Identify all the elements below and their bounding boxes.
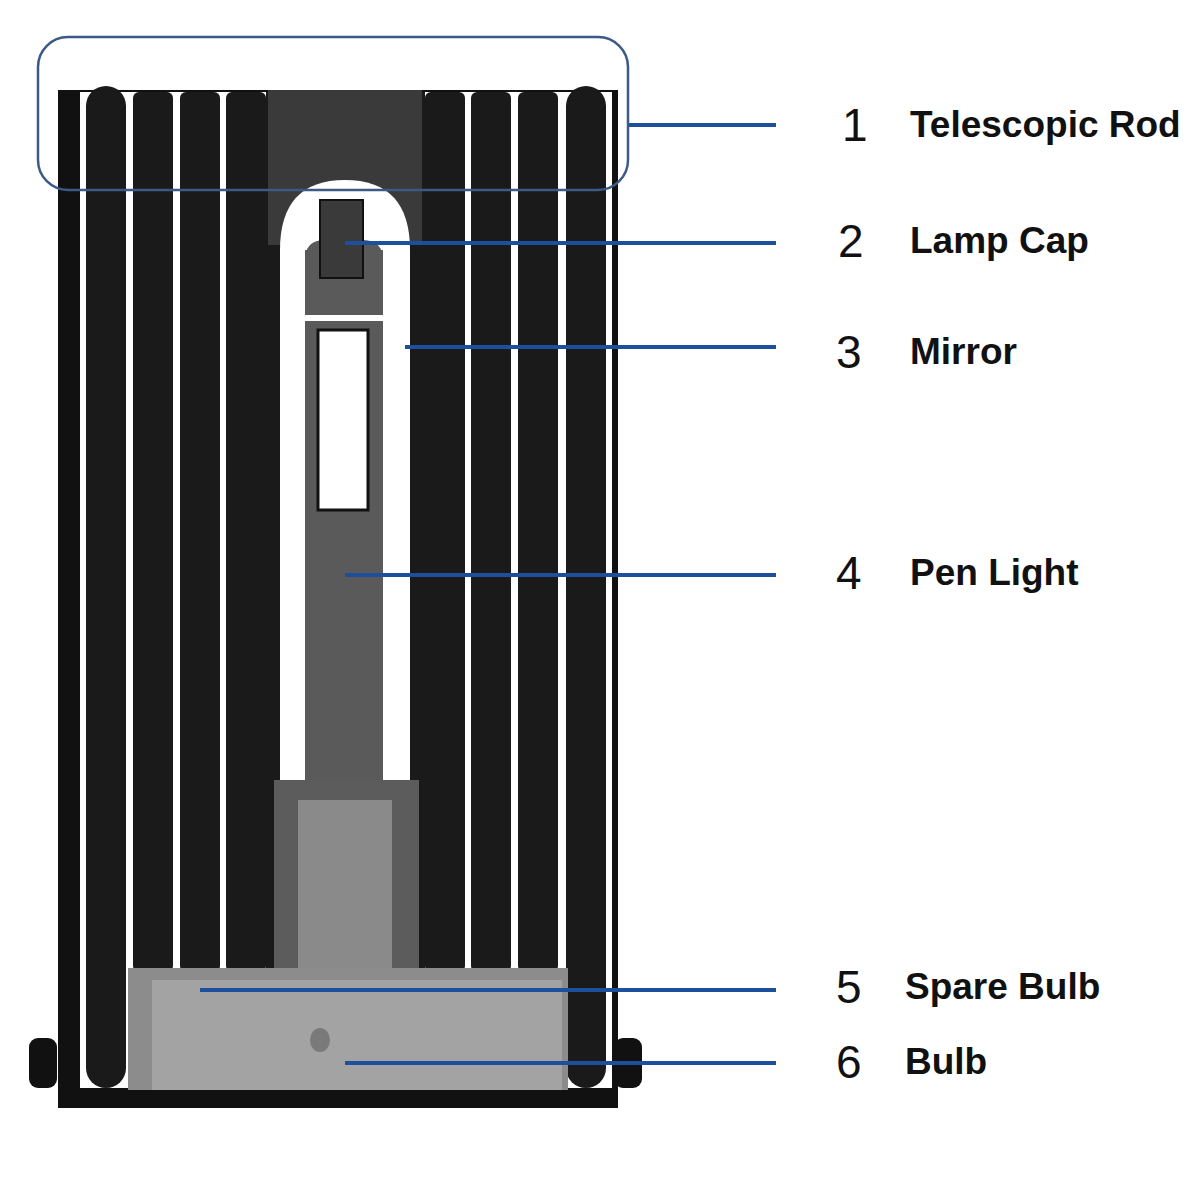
part-name: Telescopic Rod [910, 105, 1181, 146]
rod [471, 92, 511, 972]
telescopic-rods [86, 86, 606, 1088]
callout-number: 4 [836, 548, 862, 599]
callout-number: 3 [836, 327, 862, 378]
mirror [318, 330, 368, 510]
bulb-compartment [152, 980, 562, 1090]
bulb-tray [128, 968, 568, 1090]
pen-light-base [274, 780, 419, 975]
lamp-cap [320, 200, 363, 278]
leader-line [629, 123, 776, 127]
leader-line [345, 241, 776, 245]
rod [86, 86, 126, 1088]
rod [518, 92, 558, 972]
callout-number: 2 [838, 216, 864, 267]
leader-lines [200, 125, 776, 1063]
leader-line [405, 345, 776, 349]
callout-number: 1 [842, 100, 868, 151]
pen-light-grip [298, 800, 392, 975]
leader-line [200, 988, 776, 992]
callout-number: 5 [836, 962, 862, 1013]
rod [180, 92, 220, 972]
part-name: Lamp Cap [910, 221, 1089, 262]
callout-bracket [38, 37, 628, 190]
rod [566, 86, 606, 1088]
pen-light [305, 250, 383, 790]
part-name: Mirror [910, 332, 1017, 373]
part-name: Bulb [905, 1042, 987, 1083]
pen-light-band [305, 315, 383, 321]
part-name: Spare Bulb [905, 967, 1100, 1008]
bulb-mark [310, 1028, 330, 1052]
case-knob [29, 1038, 57, 1088]
callout-number: 6 [836, 1037, 862, 1088]
rod [133, 92, 173, 972]
rod [425, 92, 465, 972]
leader-line [345, 1061, 776, 1065]
leader-line [345, 573, 776, 577]
rod [226, 92, 266, 972]
part-name: Pen Light [910, 553, 1079, 594]
